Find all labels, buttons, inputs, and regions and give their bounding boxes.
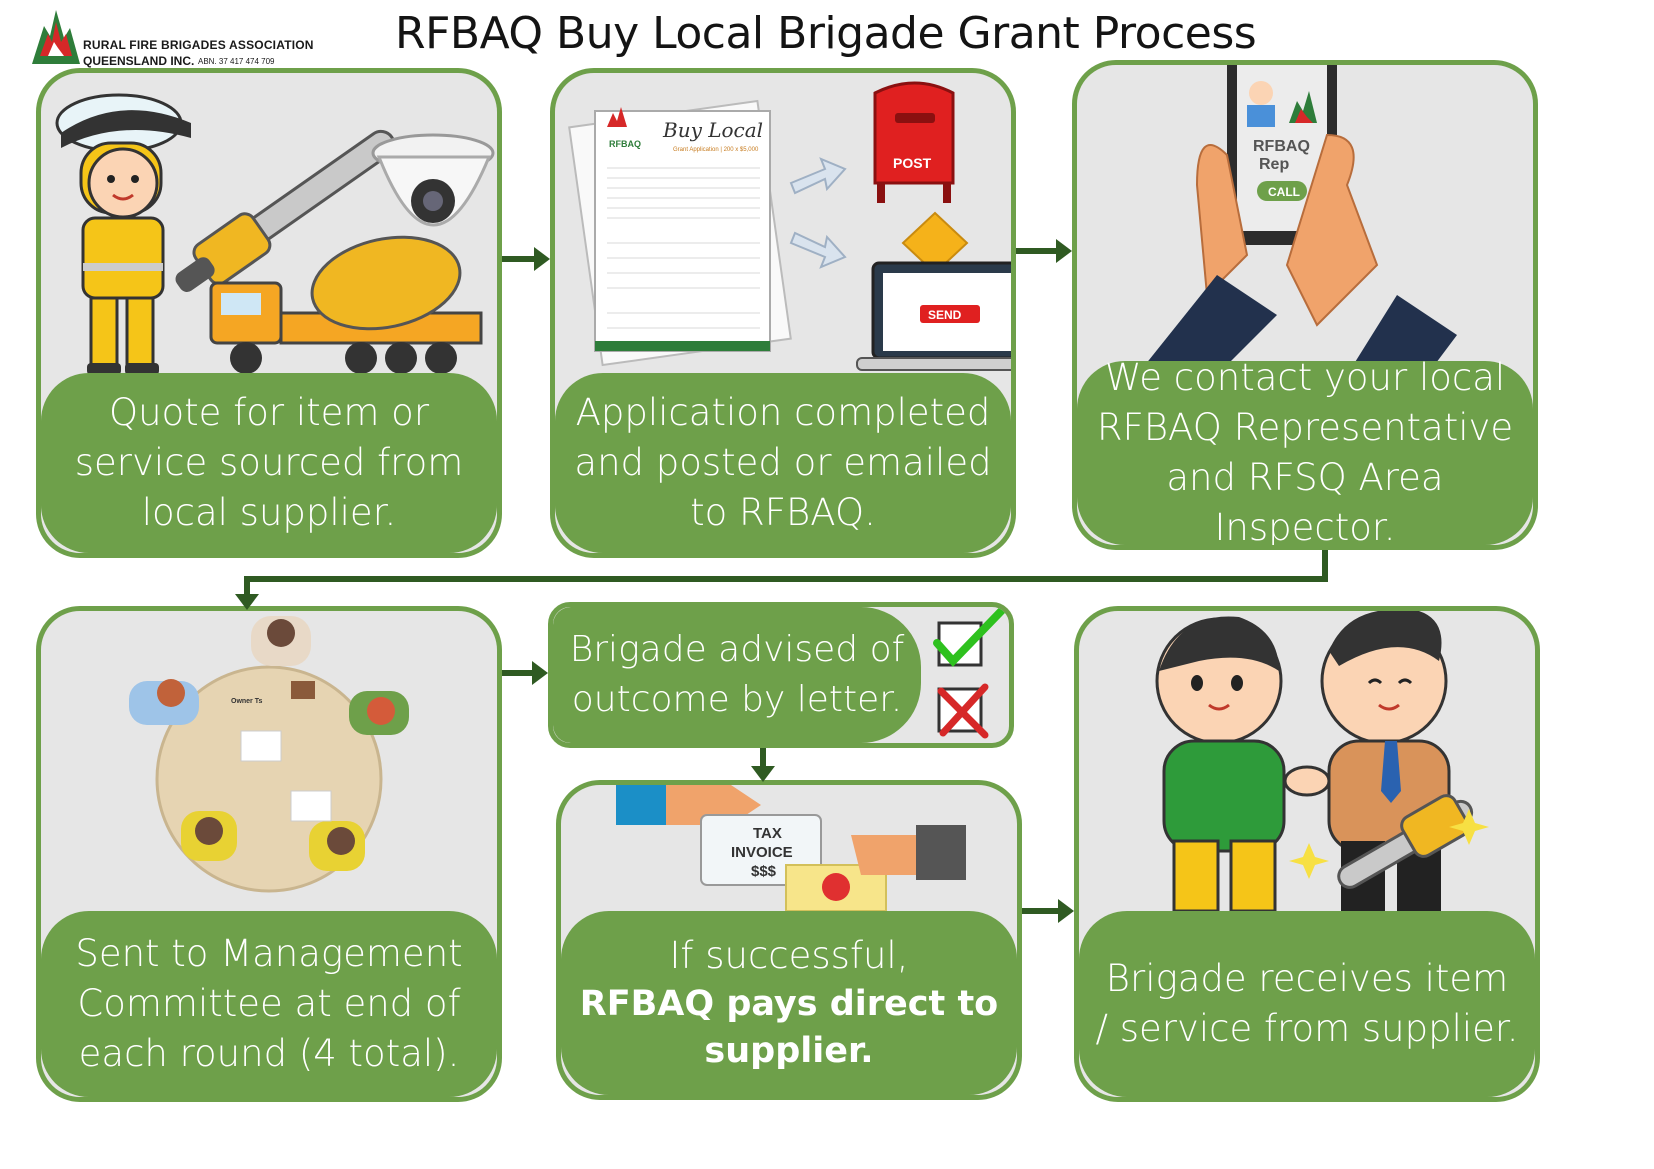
phone-name-line2: Rep [1259, 156, 1289, 173]
form-subtitle-text: Grant Application | 200 x $5,000 [673, 147, 759, 153]
step-4-text: Sent to Management Committee at end of e… [75, 932, 463, 1075]
firefighter-chainsaw-camera-mixer-icon [41, 73, 497, 383]
step-6-card: TAX INVOICE $$$ If successful, RFBAQ pay… [556, 780, 1022, 1100]
step-1-caption: Quote for item or service sourced from l… [41, 373, 497, 553]
post-label: POST [893, 155, 932, 171]
arrow-step6-to-step7 [1022, 899, 1074, 923]
step-5-card: Brigade advised of outcome by letter. [548, 602, 1014, 748]
phone-name-line1: RFBAQ [1253, 138, 1310, 155]
call-label: CALL [1268, 185, 1300, 199]
step-1-card: Quote for item or service sourced from l… [36, 68, 502, 558]
step-4-card: Owner Ts Sent to Management Committee at… [36, 606, 502, 1102]
phone-call-icon: RFBAQ Rep CALL [1077, 65, 1533, 375]
send-label: SEND [928, 308, 962, 322]
invoice-line3: $$$ [751, 863, 777, 880]
step-5-text: Brigade advised of outcome by letter. [569, 628, 905, 720]
arrow-step5-to-step6 [751, 748, 775, 782]
step-7-card: Brigade receives item / service from sup… [1074, 606, 1540, 1102]
handshake-icon [1079, 611, 1535, 921]
org-abn: ABN. 37 417 474 709 [198, 57, 275, 66]
step-6-text-plain: If successful, [669, 933, 909, 977]
tax-invoice-payment-icon: TAX INVOICE $$$ [561, 785, 1017, 915]
check-cross-icon [921, 607, 1009, 743]
step-6-caption: If successful, RFBAQ pays direct to supp… [561, 911, 1017, 1095]
meeting-table-icon: Owner Ts [41, 611, 497, 921]
page-title: RFBAQ Buy Local Brigade Grant Process [395, 8, 1257, 59]
step-7-caption: Brigade receives item / service from sup… [1079, 911, 1535, 1097]
arrow-step1-to-step2 [502, 247, 550, 271]
step-6-text-bold: RFBAQ pays direct to supplier. [579, 983, 999, 1071]
step-2-caption: Application completed and posted or emai… [555, 373, 1011, 553]
form-title-text: Buy Local [662, 118, 763, 142]
invoice-line2: INVOICE [731, 844, 793, 861]
application-form-post-email-icon: RFBAQ Buy Local Grant Application | 200 … [555, 73, 1011, 383]
arrow-step2-to-step3 [1016, 239, 1072, 263]
step-3-caption: We contact your local RFBAQ Representati… [1077, 356, 1533, 545]
org-name-line1: RURAL FIRE BRIGADES ASSOCIATION [83, 38, 314, 52]
flame-logo-icon [32, 10, 80, 64]
step-4-caption: Sent to Management Committee at end of e… [41, 911, 497, 1097]
step-3-text: We contact your local RFBAQ Representati… [1096, 356, 1514, 549]
step-2-text: Application completed and posted or emai… [574, 391, 992, 534]
org-name-line2: QUEENSLAND INC. [83, 54, 195, 68]
form-logo-text: RFBAQ [609, 139, 641, 149]
rfbaq-logo: RURAL FIRE BRIGADES ASSOCIATION QUEENSLA… [30, 8, 330, 70]
step-2-card: RFBAQ Buy Local Grant Application | 200 … [550, 68, 1016, 558]
step-1-text: Quote for item or service sourced from l… [74, 391, 464, 534]
invoice-line1: TAX [753, 825, 782, 842]
arrow-step4-to-step5 [502, 661, 548, 685]
doc-label: Owner Ts [231, 698, 262, 705]
step-5-caption: Brigade advised of outcome by letter. [553, 607, 921, 743]
step-3-card: RFBAQ Rep CALL We contact your local RFB… [1072, 60, 1538, 550]
step-7-text: Brigade receives item / service from sup… [1095, 957, 1519, 1050]
